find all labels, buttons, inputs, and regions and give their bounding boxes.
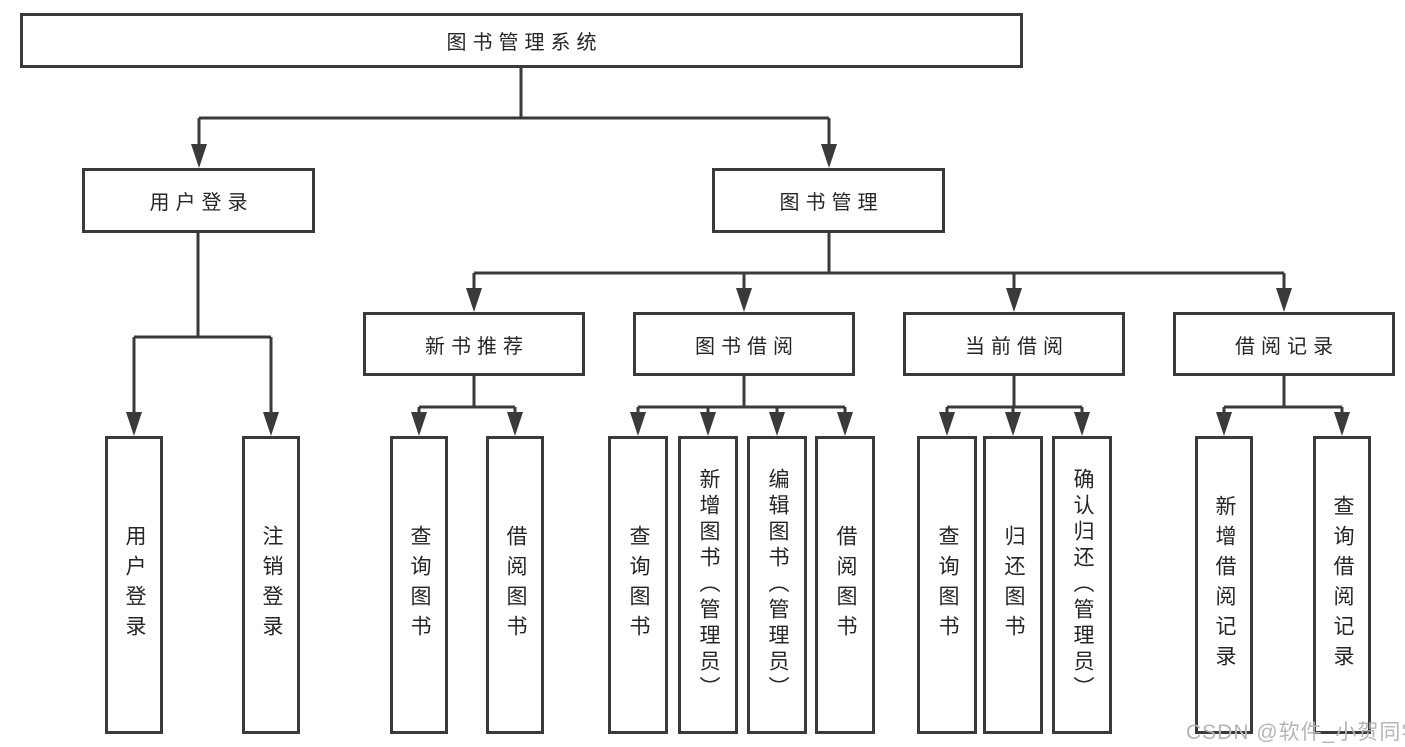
node-new-book-recommend: 新书推荐 <box>363 312 585 376</box>
arrowhead <box>1006 288 1022 312</box>
leaf-add-borrow-record-label: 新增借阅记录 <box>1213 495 1236 675</box>
leaf-edit-book-admin: 编辑图书（管理员） <box>747 436 807 734</box>
leaf-query-books-2-label: 查询图书 <box>627 525 650 645</box>
leaf-add-book-admin: 新增图书（管理员） <box>678 436 738 734</box>
leaf-query-borrow-record: 查询借阅记录 <box>1313 436 1371 734</box>
node-user-login: 用户登录 <box>82 168 315 233</box>
connector-path <box>1222 376 1344 412</box>
arrowhead <box>700 412 716 436</box>
leaf-query-books-1: 查询图书 <box>390 436 448 734</box>
arrowhead <box>1334 412 1350 436</box>
arrowhead <box>736 288 752 312</box>
arrowhead <box>126 412 142 436</box>
connector-path <box>417 376 517 412</box>
leaf-borrow-books-2: 借阅图书 <box>815 436 875 734</box>
leaf-query-books-1-label: 查询图书 <box>408 525 431 645</box>
node-current-borrowing: 当前借阅 <box>903 312 1125 376</box>
leaf-add-borrow-record: 新增借阅记录 <box>1195 436 1253 734</box>
connector-path <box>636 376 847 412</box>
arrowhead <box>191 144 207 168</box>
leaf-borrow-books-1: 借阅图书 <box>486 436 544 734</box>
leaf-query-books-3-label: 查询图书 <box>936 525 959 645</box>
leaf-logout-label: 注销登录 <box>260 525 283 645</box>
leaf-logout: 注销登录 <box>242 436 300 734</box>
arrowhead <box>507 412 523 436</box>
node-library-system-label: 图书管理系统 <box>446 32 603 54</box>
watermark-text: CSDN @软件_小贺同学 <box>1186 721 1405 744</box>
node-book-management-label: 图书管理 <box>779 192 884 214</box>
leaf-confirm-return-admin: 确认归还（管理员） <box>1052 436 1112 734</box>
arrowhead <box>411 412 427 436</box>
leaf-borrow-books-1-label: 借阅图书 <box>504 525 527 645</box>
leaf-return-book-label: 归还图书 <box>1002 525 1025 645</box>
leaf-query-books-3: 查询图书 <box>917 436 977 734</box>
arrowhead <box>466 288 482 312</box>
node-borrowing-records: 借阅记录 <box>1173 312 1395 376</box>
leaf-query-books-2: 查询图书 <box>608 436 668 734</box>
connector-path <box>197 68 831 144</box>
arrowhead <box>837 412 853 436</box>
node-new-book-recommend-label: 新书推荐 <box>425 335 529 358</box>
node-book-borrowing: 图书借阅 <box>633 312 855 376</box>
connector-path <box>945 376 1084 412</box>
arrowhead <box>821 144 837 168</box>
leaf-user-login-label: 用户登录 <box>123 525 146 645</box>
leaf-edit-book-admin-label: 编辑图书（管理员） <box>766 468 789 702</box>
connector-path <box>472 233 1286 288</box>
leaf-user-login: 用户登录 <box>105 436 163 734</box>
node-book-borrowing-label: 图书借阅 <box>695 335 799 358</box>
node-book-management: 图书管理 <box>712 168 945 233</box>
arrowhead <box>939 412 955 436</box>
node-borrowing-records-label: 借阅记录 <box>1235 335 1339 358</box>
leaf-add-book-admin-label: 新增图书（管理员） <box>697 468 720 702</box>
arrowhead <box>769 412 785 436</box>
leaf-return-book: 归还图书 <box>983 436 1043 734</box>
arrowhead <box>1216 412 1232 436</box>
connector-path <box>132 233 273 412</box>
arrowhead <box>263 412 279 436</box>
leaf-confirm-return-admin-label: 确认归还（管理员） <box>1071 468 1094 702</box>
node-current-borrowing-label: 当前借阅 <box>965 335 1069 358</box>
node-library-system: 图书管理系统 <box>20 13 1023 68</box>
leaf-borrow-books-2-label: 借阅图书 <box>834 525 857 645</box>
node-user-login-label: 用户登录 <box>149 192 254 214</box>
arrowhead <box>1276 288 1292 312</box>
arrowhead <box>1074 412 1090 436</box>
leaf-query-borrow-record-label: 查询借阅记录 <box>1331 495 1354 675</box>
arrowhead <box>1005 412 1021 436</box>
arrowhead <box>630 412 646 436</box>
